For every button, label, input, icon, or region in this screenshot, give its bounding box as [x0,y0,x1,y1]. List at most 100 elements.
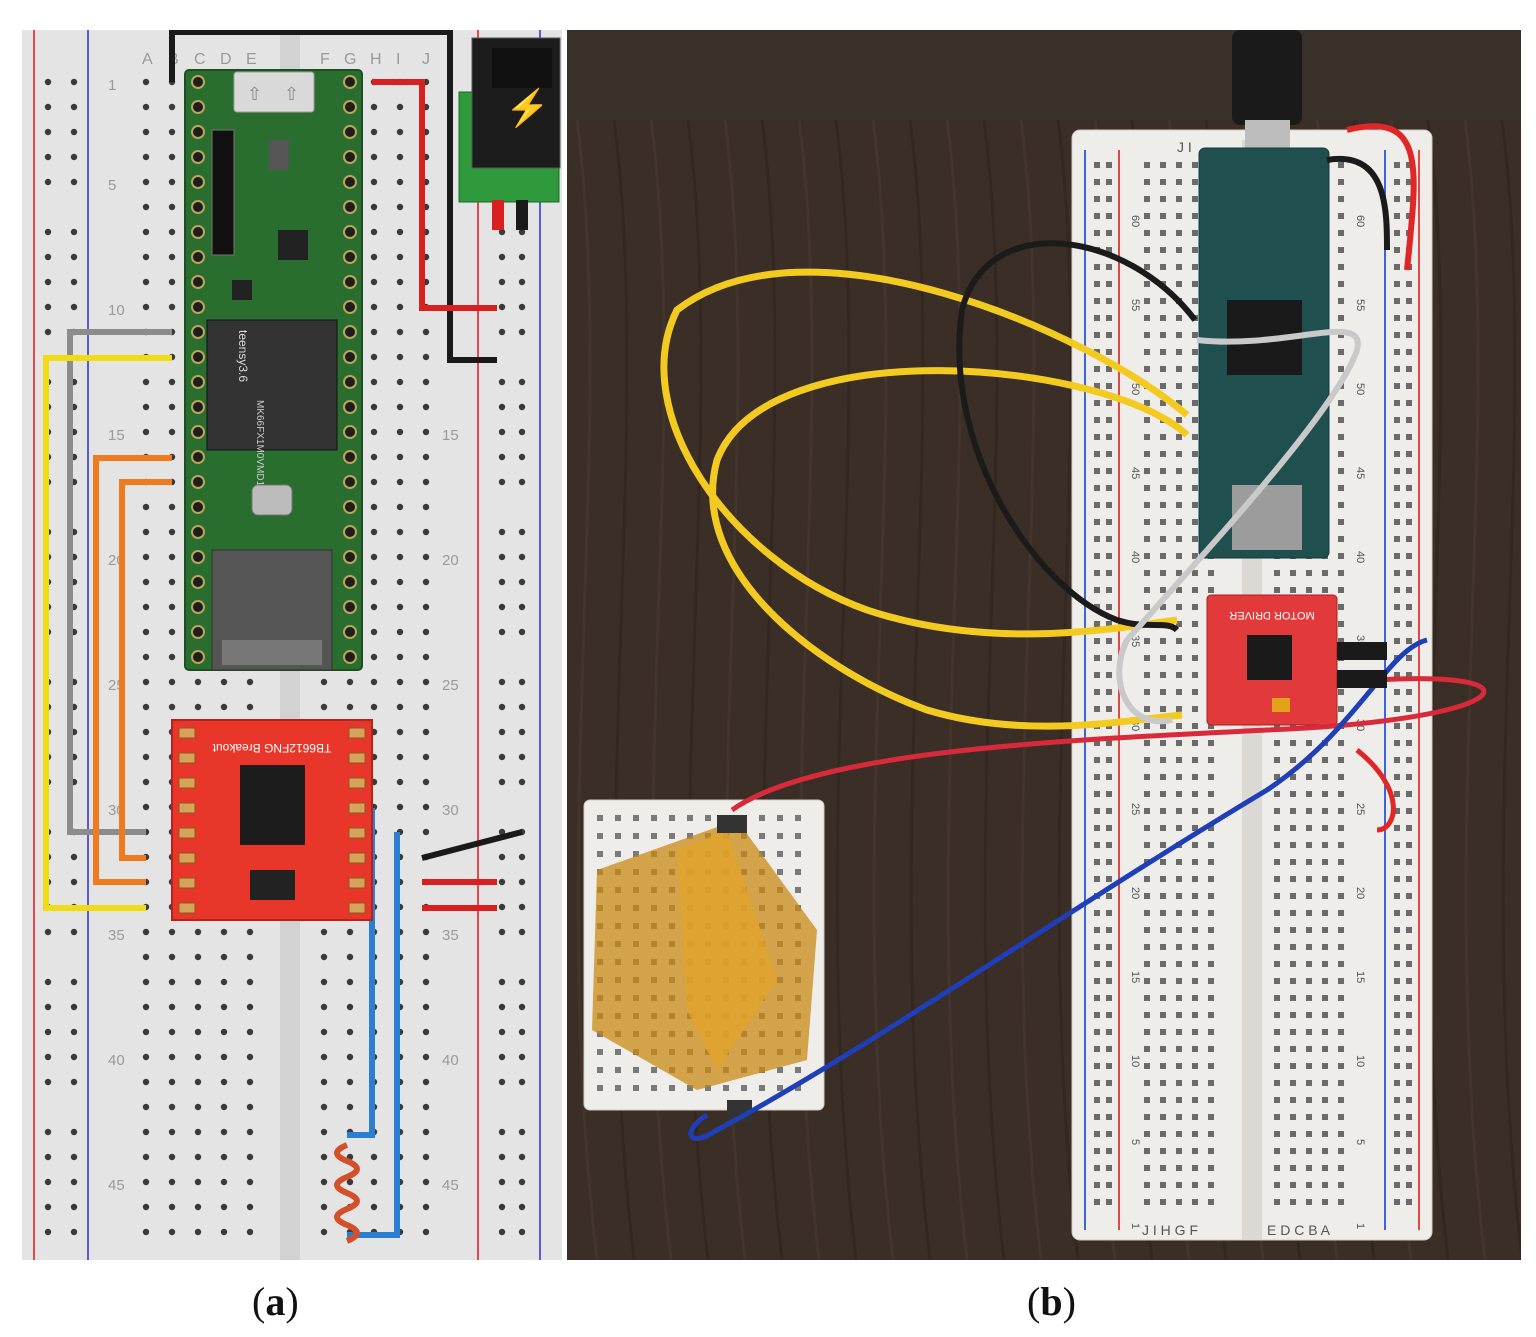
breadboard-hole [422,403,430,411]
photo-breadboard-hole [1406,298,1412,304]
photo-breadboard-hole [1176,332,1182,338]
photo-breadboard-hole [1338,978,1344,984]
breadboard-hole [370,1153,378,1161]
photo-breadboard-hole [1094,706,1100,712]
photo-breadboard-hole [1192,774,1198,780]
breadboard-hole [370,453,378,461]
breadboard-hole [70,1028,78,1036]
photo-breadboard-hole [1208,740,1214,746]
photo-breadboard-hole [1208,723,1214,729]
photo-row-number: 20 [1129,887,1141,899]
photo-breadboard-hole [1144,1063,1150,1069]
breadboard-hole [246,1153,254,1161]
photo-breadboard-hole [1176,927,1182,933]
photo-breadboard-hole [1290,1165,1296,1171]
photo-breadboard-hole [1176,893,1182,899]
photo-breadboard-hole [1160,247,1166,253]
breadboard-hole [168,678,176,686]
column-letter-d: D [220,51,232,68]
photo-breadboard-hole [1406,910,1412,916]
photo-breadboard-hole [1338,519,1344,525]
photo-breadboard-hole [1176,383,1182,389]
breadboard-hole [370,353,378,361]
breadboard-hole [518,878,526,886]
photo-breadboard-hole [1338,162,1344,168]
breadboard-hole [246,1053,254,1061]
photo-breadboard-hole [1106,366,1112,372]
photo-breadboard-hole [1176,706,1182,712]
photo-breadboard-hole [1322,1114,1328,1120]
photo-breadboard-hole [1290,995,1296,1001]
photo-breadboard-hole [1322,1012,1328,1018]
breadboard-hole [370,403,378,411]
small-breadboard-hole [759,833,765,839]
photo-breadboard-hole [1406,638,1412,644]
breadboard-hole [498,478,506,486]
breadboard-hole [70,978,78,986]
photo-breadboard-hole [1192,434,1198,440]
breadboard-hole [168,503,176,511]
photo-breadboard-hole [1144,757,1150,763]
photo-breadboard-hole [1106,1131,1112,1137]
breadboard-hole [194,1028,202,1036]
photo-breadboard-hole [1406,349,1412,355]
photo-breadboard-hole [1290,961,1296,967]
photo-breadboard-hole [1094,196,1100,202]
breadboard-hole [320,1153,328,1161]
photo-breadboard-hole [1406,825,1412,831]
breadboard-hole [422,528,430,536]
breadboard-hole [422,1153,430,1161]
photo-breadboard-hole [1274,876,1280,882]
photo-breadboard-hole [1192,162,1198,168]
photo-breadboard-hole [1106,876,1112,882]
photo-breadboard-hole [1306,995,1312,1001]
breadboard-hole [422,703,430,711]
photo-breadboard-hole [1094,808,1100,814]
breadboard-hole [396,478,404,486]
breadboard-hole [370,678,378,686]
photo-breadboard-hole [1394,536,1400,542]
photo-row-number: 25 [1354,803,1366,815]
photo-breadboard-hole [1274,961,1280,967]
photo-breadboard-hole [1290,1080,1296,1086]
photo-breadboard-hole [1322,1182,1328,1188]
photo-breadboard-hole [1160,655,1166,661]
breadboard-hole [168,378,176,386]
photo-breadboard-hole [1106,247,1112,253]
photo-breadboard-hole [1322,842,1328,848]
breadboard-hole [220,703,228,711]
photo-breadboard-hole [1394,1182,1400,1188]
breadboard-hole [220,1128,228,1136]
photo-breadboard-hole [1394,910,1400,916]
photo-breadboard-hole [1338,179,1344,185]
small-breadboard-hole [615,815,621,821]
breadboard-hole [518,778,526,786]
photo-breadboard-hole [1338,842,1344,848]
breadboard-hole [422,478,430,486]
photo-breadboard-hole [1192,1029,1198,1035]
photo-breadboard-hole [1094,179,1100,185]
teensy-pin [343,200,357,214]
photo-red-wire-long [730,676,1487,813]
photo-breadboard-hole [1192,230,1198,236]
photo-breadboard-hole [1406,1029,1412,1035]
small-breadboard-hole [741,1085,747,1091]
breadboard-hole [422,803,430,811]
breadboard-hole [194,978,202,986]
photo-breadboard-hole [1290,723,1296,729]
photo-breadboard-hole [1394,723,1400,729]
photo-breadboard-hole [1406,1114,1412,1120]
breadboard-hole [168,403,176,411]
photo-breadboard-hole [1306,978,1312,984]
photo-breadboard-hole [1394,893,1400,899]
orange-wire-2 [119,479,172,861]
breadboard-hole [370,103,378,111]
photo-breadboard-hole [1176,179,1182,185]
breadboard-hole [422,628,430,636]
photo-breadboard-hole [1290,1012,1296,1018]
photo-breadboard-hole [1094,281,1100,287]
photo-breadboard-hole [1106,536,1112,542]
breadboard-hole [168,528,176,536]
teensy-pin [191,525,205,539]
breadboard-hole [498,978,506,986]
